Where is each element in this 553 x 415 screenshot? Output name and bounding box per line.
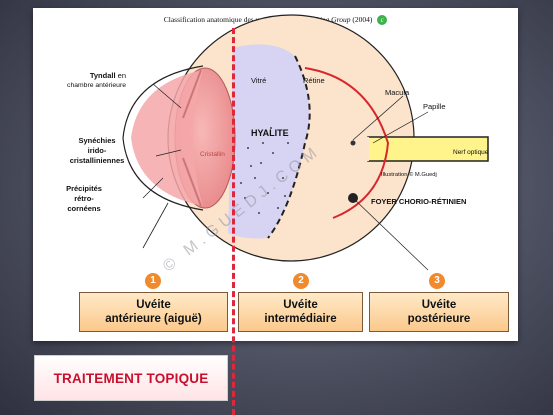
section-posterieure: Uvéite postérieure: [369, 292, 509, 332]
vitreous-region: [228, 44, 310, 239]
slide: Classification anatomique des uvéites du…: [33, 8, 518, 341]
badge-2: 2: [293, 273, 309, 289]
label-foyer: FOYER CHORIO-RÉTINIEN: [371, 197, 467, 206]
title-suffix: (2004): [352, 15, 373, 24]
section-intermediaire: Uvéite intermédiaire: [238, 292, 363, 332]
label-retine: Rétine: [303, 76, 325, 85]
chorioretinal-focus: [348, 193, 358, 203]
label-vitre: Vitré: [251, 76, 267, 85]
treatment-label: TRAITEMENT TOPIQUE: [53, 370, 209, 386]
label-tyndall-bold: Tyndall: [89, 71, 116, 80]
copyright-badge: c: [377, 15, 388, 26]
label-nerf-optique: Nerf optique: [453, 149, 489, 156]
section-anterieure: Uvéite antérieure (aiguë): [79, 292, 228, 332]
badge-3: 3: [429, 273, 445, 289]
vitreous-dots: [240, 127, 289, 214]
treatment-box: TRAITEMENT TOPIQUE: [34, 355, 228, 401]
label-tyndall: Tyndall en: [66, 71, 126, 81]
hyalite-boundary: [267, 55, 311, 239]
label-tyndall-line2: chambre antérieure: [67, 82, 126, 89]
label-precipites: Précipités rétro- cornéens: [66, 184, 102, 213]
label-synechies: Synéchies irido- cristalliniennes: [69, 136, 125, 165]
retina-arc: [304, 67, 390, 219]
eye-diagram: [122, 14, 489, 271]
separator-dashed-line: [232, 28, 235, 415]
label-illustration: Illustration © M.Guedj: [381, 172, 437, 178]
badge-1: 1: [145, 273, 161, 289]
label-macula: Macula: [385, 88, 410, 97]
cornea: [122, 65, 204, 211]
label-papille: Papille: [423, 102, 446, 111]
label-hyalite: HYALITE: [251, 128, 289, 138]
anterior-chamber: [131, 70, 203, 206]
label-tyndall-suffix: en: [117, 71, 126, 80]
label-cristallin: Cristallin: [200, 151, 225, 158]
title-prefix: Classification anatomique des uvéites du: [163, 15, 287, 24]
macula-spot: [350, 140, 356, 146]
